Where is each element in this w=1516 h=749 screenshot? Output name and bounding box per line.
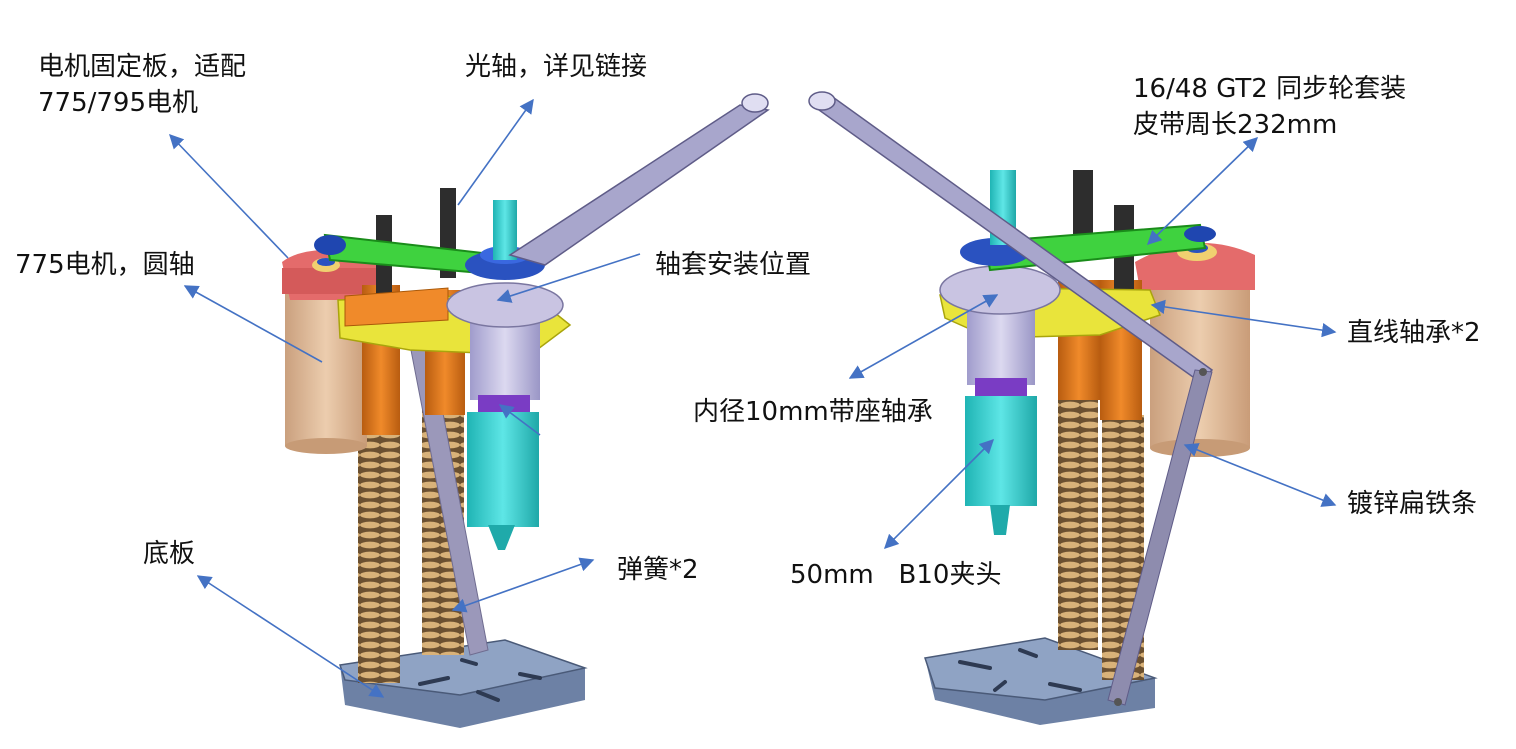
arrow-spindle-left: [498, 404, 541, 436]
label-spring: 弹簧*2: [617, 555, 699, 585]
spindle-right: [965, 300, 1037, 535]
spindle-left: [467, 300, 540, 550]
label-sleeve-position: 轴套安装位置: [655, 250, 812, 280]
arrow-motor-plate: [169, 133, 289, 259]
arrow-shaft: [457, 98, 534, 206]
label-motor-plate-line1: 电机固定板，适配: [38, 52, 247, 82]
annotation-arrows: [169, 98, 1337, 698]
label-pulley-line2: 皮带周长232mm: [1133, 110, 1338, 140]
arrow-pillow-bearing: [848, 294, 999, 379]
label-pillow-bearing: 内径10mm带座轴承: [693, 397, 933, 427]
label-flat-iron: 镀锌扁铁条: [1347, 489, 1478, 519]
label-linear-bearing: 直线轴承*2: [1347, 318, 1481, 348]
base-plate-left: [339, 639, 588, 728]
arrow-flat-iron: [1183, 443, 1337, 507]
bearing-housing-right: [939, 265, 1061, 315]
motor-plate-right: [1135, 243, 1255, 290]
bearing-housing-left: [446, 282, 564, 328]
spring-right-a: [1058, 390, 1098, 650]
arrow-base: [196, 575, 385, 698]
shaft-left: [493, 200, 517, 260]
lever-left: [508, 93, 770, 266]
label-chuck: 50mm B10夹头: [790, 560, 1002, 590]
arrow-pulley: [1146, 136, 1259, 246]
label-motor-plate-line2: 775/795电机: [38, 88, 199, 118]
base-plate-right: [924, 637, 1158, 725]
arrow-motor: [183, 285, 323, 363]
arrow-sleeve: [496, 253, 641, 303]
label-pulley-line1: 16/48 GT2 同步轮套装: [1133, 74, 1407, 104]
spring-left-a: [358, 425, 400, 683]
left-machine: [282, 93, 770, 728]
label-motor: 775电机，圆轴: [15, 250, 195, 280]
label-base-plate: 底板: [143, 539, 196, 569]
arrow-chuck: [883, 438, 995, 550]
label-shaft: 光轴，详见链接: [465, 52, 648, 82]
arrow-linear-bearing: [1150, 299, 1337, 338]
arrow-spring: [451, 557, 595, 613]
